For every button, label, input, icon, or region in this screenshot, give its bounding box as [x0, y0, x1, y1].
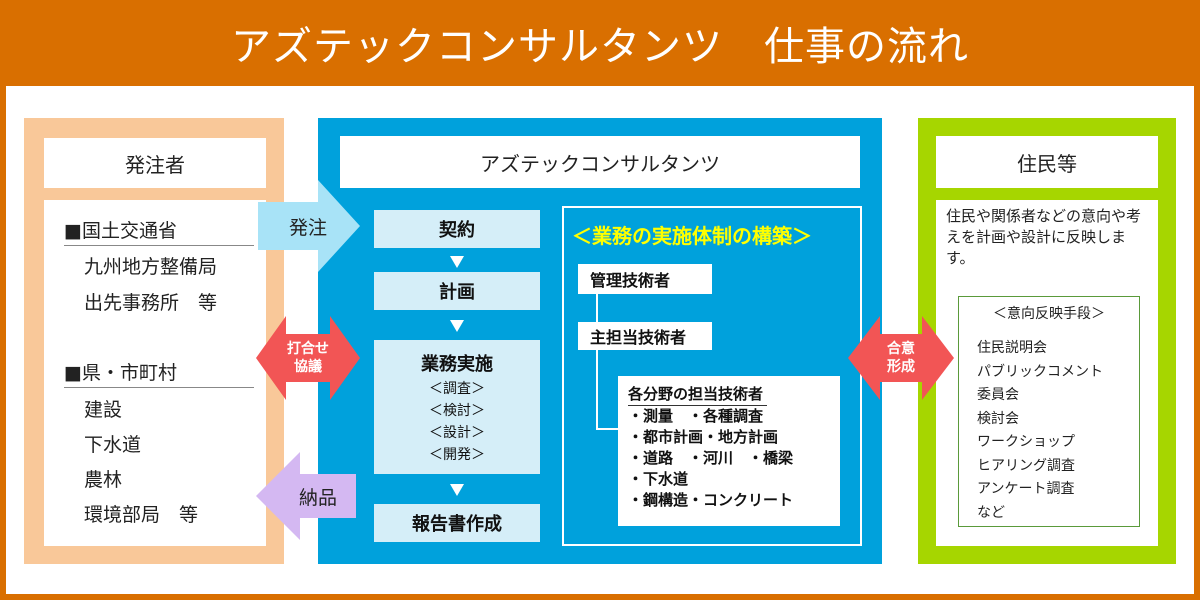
client-group2-item: 環境部局 等 — [84, 504, 199, 526]
client-group1-item: 九州地方整備局 — [84, 256, 218, 278]
implementation-system-title: ＜業務の実施体制の構築＞ — [572, 224, 812, 248]
client-group2-item: 下水道 — [84, 434, 142, 456]
client-group2-item: 農林 — [84, 469, 123, 491]
consensus-arrow-label: 合意 形成 — [872, 338, 930, 378]
opinion-means-title: ＜意向反映手段＞ — [993, 306, 1105, 322]
field-engineer-item: ・鋼構造・コンクリート — [628, 491, 794, 509]
flow-arrow-icon — [450, 256, 464, 268]
step-execution-item: ＜設計＞ — [429, 425, 485, 441]
consult-label-line: 協議 — [294, 359, 322, 375]
field-engineers-title: 各分野の担当技術者 — [628, 384, 768, 406]
consult-label-line: 打合せ — [287, 341, 329, 357]
step-execution-item: ＜検討＞ — [429, 403, 485, 419]
field-engineer-item: ・道路 ・河川 ・橋梁 — [628, 449, 794, 467]
step-contract: 契約 — [374, 210, 540, 248]
client-group2-item: 建設 — [84, 399, 123, 421]
client-list-panel — [44, 200, 266, 546]
residents-description: 住民や関係者などの意向や考えを計画や設計に反映します。 — [946, 207, 1142, 267]
field-engineer-item: ・下水道 — [628, 470, 689, 488]
order-arrow-icon — [258, 180, 360, 272]
client-header: 発注者 — [44, 138, 266, 188]
consult-arrow-label: 打合せ 協議 — [280, 338, 336, 378]
step-execution-item: ＜調査＞ — [429, 381, 485, 397]
step-execution: 業務実施 ＜調査＞ ＜検討＞ ＜設計＞ ＜開発＞ — [374, 340, 540, 474]
implementation-system-box — [562, 206, 862, 546]
client-group2-title: ■県・市町村 — [64, 358, 254, 388]
hierarchy-line — [596, 350, 598, 430]
flow-arrow-icon — [450, 320, 464, 332]
opinion-means-item: 住民説明会 — [977, 340, 1047, 356]
lead-engineer-box: 主担当技術者 — [578, 322, 712, 350]
consensus-label-line: 形成 — [887, 359, 915, 375]
client-group1-title: ■国土交通省 — [64, 216, 254, 246]
residents-header: 住民等 — [936, 136, 1158, 188]
field-engineers-box: 各分野の担当技術者 ・測量 ・各種調査 ・都市計画・地方計画 ・道路 ・河川 ・… — [618, 376, 840, 526]
opinion-means-item: 検討会 — [977, 410, 1019, 427]
field-engineer-item: ・測量 ・各種調査 — [628, 407, 764, 425]
flow-arrow-icon — [450, 484, 464, 496]
opinion-means-item: パブリックコメント — [977, 363, 1103, 380]
opinion-means-item: など — [977, 504, 1005, 521]
manager-engineer-box: 管理技術者 — [578, 264, 712, 294]
client-group1-item: 出先事務所 等 — [84, 292, 218, 314]
step-report: 報告書作成 — [374, 504, 540, 542]
opinion-means-item: ワークショップ — [977, 434, 1075, 450]
residents-panel — [936, 200, 1158, 546]
field-engineer-item: ・都市計画・地方計画 — [628, 428, 779, 446]
opinion-means-item: 委員会 — [977, 387, 1019, 403]
hierarchy-line — [596, 428, 620, 430]
consult-arrow-icon — [256, 316, 360, 400]
order-arrow-label: 発注 — [288, 216, 327, 239]
step-plan: 計画 — [374, 272, 540, 310]
opinion-means-item: ヒアリング調査 — [977, 457, 1075, 474]
consensus-label-line: 合意 — [887, 341, 915, 357]
delivery-arrow-icon — [256, 452, 356, 540]
delivery-arrow-label: 納品 — [298, 486, 337, 509]
company-header: アズテックコンサルタンツ — [340, 136, 860, 188]
consensus-arrow-icon — [848, 316, 954, 400]
opinion-means-item: アンケート調査 — [977, 481, 1075, 497]
page-title: アズテックコンサルタンツ 仕事の流れ — [231, 24, 969, 70]
hierarchy-line — [596, 294, 598, 322]
opinion-means-box: ＜意向反映手段＞ 住民説明会 パブリックコメント 委員会 検討会 ワークショップ… — [958, 296, 1140, 527]
step-execution-title: 業務実施 — [421, 354, 493, 375]
step-execution-item: ＜開発＞ — [429, 447, 485, 463]
